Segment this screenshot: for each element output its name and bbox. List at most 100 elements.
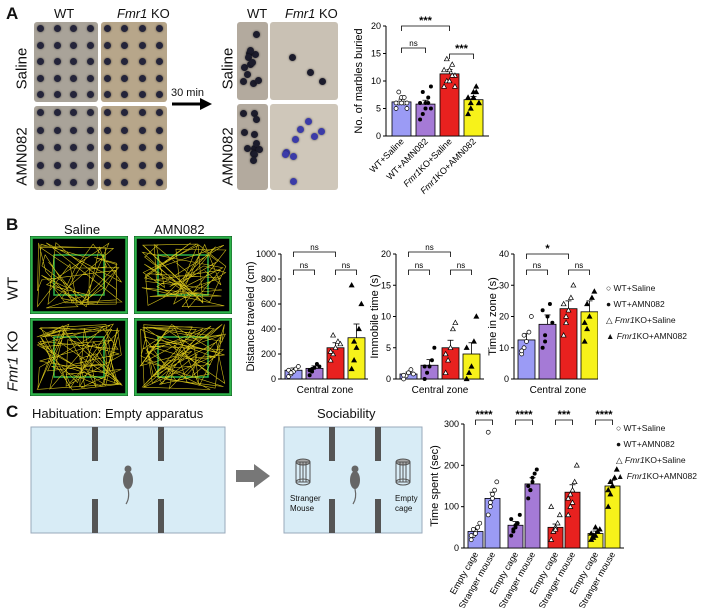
significance-label: ns	[575, 261, 583, 270]
data-point	[573, 462, 580, 468]
data-point	[605, 503, 612, 509]
marble-tray-ko-amn082-after	[270, 104, 338, 190]
data-point	[411, 371, 416, 377]
data-point	[569, 499, 576, 505]
y-tick-label: 200	[444, 460, 459, 470]
marble-tray-wt-saline-before	[34, 22, 98, 102]
bar	[538, 323, 557, 380]
marble	[156, 58, 163, 65]
data-point	[596, 526, 603, 532]
data-point	[449, 325, 456, 332]
marble	[254, 77, 262, 85]
data-point	[428, 84, 433, 89]
marble	[138, 179, 146, 186]
data-point	[465, 94, 472, 100]
marble	[156, 25, 163, 32]
marble	[70, 41, 78, 49]
sociability-apparatus	[283, 426, 423, 534]
y-tick-label: 10	[371, 76, 381, 86]
data-point	[353, 344, 360, 350]
data-point	[485, 429, 491, 435]
significance-label: ***	[558, 409, 572, 421]
significance-bracket: *	[526, 243, 569, 259]
bar-group	[507, 512, 524, 549]
bar-group	[305, 362, 324, 380]
open-field-arena	[30, 236, 128, 314]
marble	[70, 58, 78, 65]
marble	[87, 74, 94, 82]
data-point	[490, 496, 495, 501]
data-point	[552, 526, 559, 532]
legend-item-ko-saline-c: △ Fmr1KO+Saline	[616, 455, 686, 465]
marble	[292, 135, 300, 143]
significance-label: ****	[515, 409, 533, 421]
marble	[253, 30, 261, 38]
data-point	[337, 340, 344, 347]
marble	[282, 150, 290, 158]
significance-bracket: ns	[335, 261, 357, 275]
data-point	[548, 503, 555, 509]
habituation-title: Habituation: Empty apparatus	[32, 406, 204, 421]
data-point	[609, 482, 616, 489]
x-axis-label: Central zone	[530, 385, 587, 396]
data-point	[530, 475, 535, 480]
data-point	[348, 282, 355, 288]
data-point	[428, 106, 433, 111]
marble	[37, 41, 44, 49]
mouse-icon	[123, 465, 133, 505]
data-point	[404, 106, 410, 111]
data-point	[330, 332, 337, 338]
data-point	[446, 77, 453, 84]
data-point	[548, 536, 555, 542]
bar-group	[441, 319, 460, 380]
col-label-saline-b: Saline	[64, 222, 101, 237]
y-axis-label: Time in zone (s)	[487, 277, 499, 355]
data-point	[570, 282, 577, 288]
data-point	[611, 474, 618, 480]
bar-group	[559, 282, 578, 380]
significance-label: ns	[342, 261, 350, 270]
data-point	[449, 72, 456, 78]
data-point	[401, 372, 406, 378]
data-point	[488, 500, 493, 505]
marble	[104, 25, 111, 32]
marble	[245, 50, 253, 58]
bar-group	[391, 89, 412, 137]
marble	[53, 74, 61, 82]
bar-group	[347, 282, 366, 380]
row-label-wt-b: WT	[4, 276, 22, 301]
marble	[121, 179, 129, 186]
y-tick-label: 0	[376, 131, 381, 141]
col-label-ko: Fmr1 KO	[117, 6, 170, 21]
marble	[138, 74, 146, 82]
marble-tray-ko-amn082-before	[101, 106, 167, 190]
marble	[138, 25, 146, 32]
marble	[37, 126, 44, 134]
bar-group	[524, 467, 541, 549]
data-point	[565, 511, 572, 518]
data-point	[429, 358, 434, 363]
y-axis-label: Time spent (sec)	[429, 445, 441, 527]
data-point	[471, 527, 476, 532]
significance-bracket: ns	[401, 39, 426, 53]
data-point	[586, 313, 593, 319]
significance-bracket: ns	[408, 243, 451, 257]
sociability-title: Sociability	[317, 406, 376, 421]
data-point	[563, 319, 570, 325]
marble	[156, 126, 163, 134]
data-point	[571, 478, 578, 485]
y-tick-label: 100	[444, 502, 459, 512]
marble	[306, 69, 314, 77]
data-point	[532, 471, 537, 476]
open-field-arenas	[30, 236, 232, 396]
data-point	[545, 314, 550, 319]
panel-letter-c: C	[6, 402, 19, 421]
marble	[138, 144, 146, 151]
panel-letter-b: B	[6, 215, 19, 234]
data-point	[563, 313, 570, 319]
data-point	[588, 294, 595, 300]
marble	[240, 109, 248, 117]
significance-bracket: ns	[450, 261, 472, 275]
marble	[53, 109, 61, 116]
